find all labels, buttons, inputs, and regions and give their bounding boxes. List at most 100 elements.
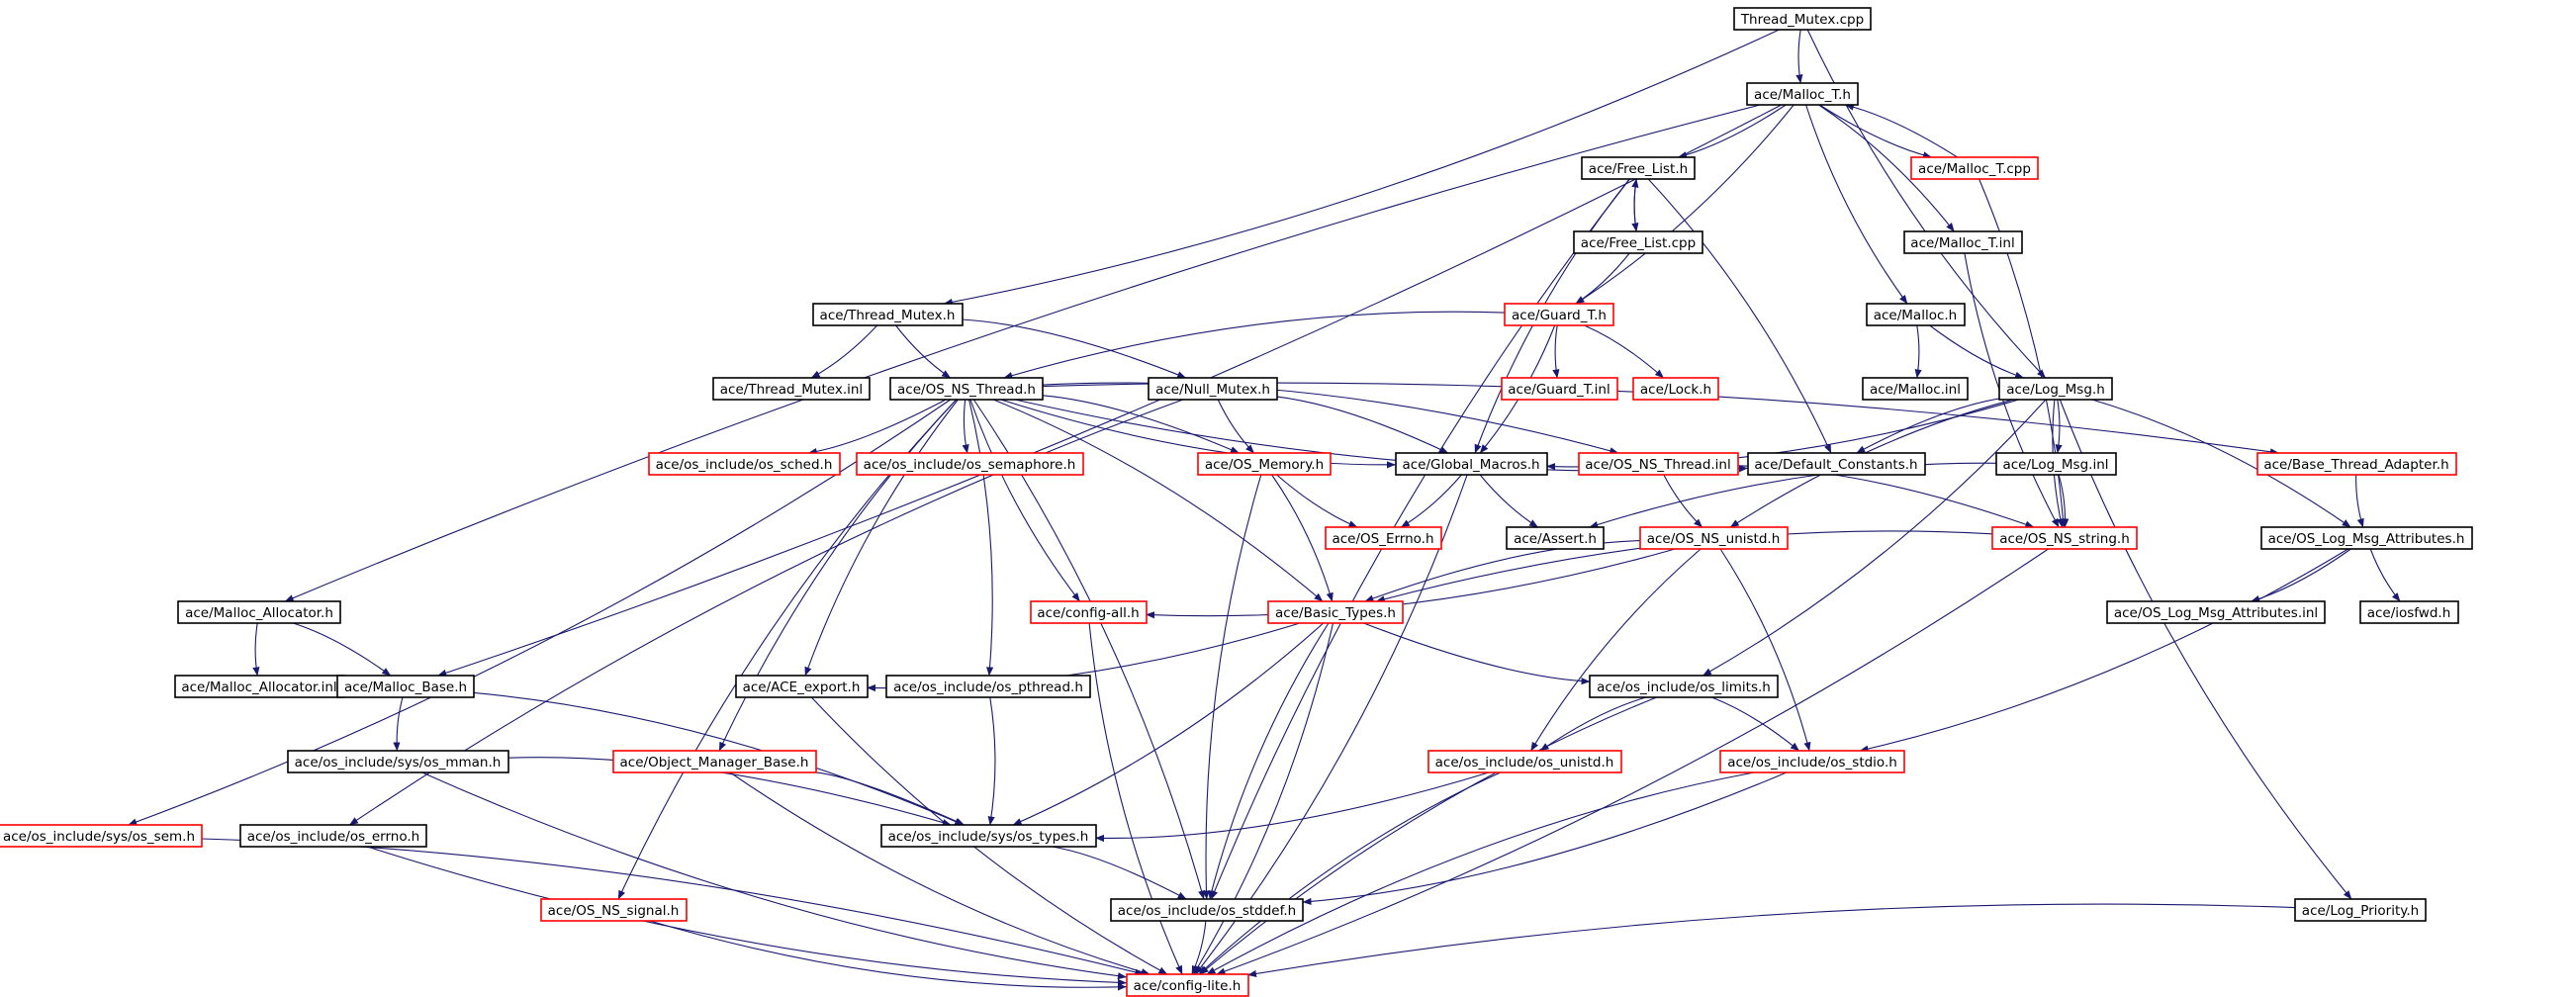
node-os-limits-h[interactable]: ace/os_include/os_limits.h [1589,675,1779,698]
node-label: ace/os_include/sys/os_sem.h [3,829,195,845]
node-label: ace/ACE_export.h [743,680,861,695]
node-config-lite-h[interactable]: ace/config-lite.h [1126,973,1249,997]
edge-basic-types-h-to-os-limits-h [1363,622,1591,685]
node-box [1578,452,1739,476]
node-malloc-base-h[interactable]: ace/Malloc_Base.h [336,675,475,698]
node-base-thread-adapter-h[interactable]: ace/Base_Thread_Adapter.h [2256,452,2457,476]
node-os-ns-thread-inl[interactable]: ace/OS_NS_Thread.inl [1578,452,1739,476]
node-label: ace/os_include/os_unistd.h [1435,755,1614,770]
node-malloc-allocator-h[interactable]: ace/Malloc_Allocator.h [177,600,341,624]
node-iosfwd-h[interactable]: ace/iosfwd.h [2359,600,2459,624]
node-os-unistd-h[interactable]: ace/os_include/os_unistd.h [1427,750,1622,773]
node-box [1501,377,1618,401]
edge-os-errno-inc-h-to-config-lite-h [367,846,1127,986]
edge-log-msg-h-to-os-ns-unistd-h [1729,399,2014,528]
node-label: ace/Thread_Mutex.inl [720,382,863,398]
node-box [1504,303,1614,326]
edge-guard-t-h-to-guard-t-inl [1552,324,1560,379]
node-os-log-msg-attributes-inl[interactable]: ace/OS_Log_Msg_Attributes.inl [2106,600,2326,624]
node-box [287,750,509,773]
node-label: Thread_Mutex.cpp [1740,12,1864,28]
node-label: ace/Log_Msg.h [2006,382,2105,398]
edge-os-stdio-h-to-config-lite-h [1206,771,1755,975]
node-default-constants-h[interactable]: ace/Default_Constants.h [1747,452,1926,476]
edge-malloc-t-h-to-guard-t-h [1575,104,1794,305]
node-os-ns-unistd-h[interactable]: ace/OS_NS_unistd.h [1639,526,1789,550]
node-object-manager-base-h[interactable]: ace/Object_Manager_Base.h [612,750,817,773]
node-ace-export-h[interactable]: ace/ACE_export.h [735,675,869,698]
node-label: ace/Global_Macros.h [1402,457,1539,473]
node-os-log-msg-attributes-h[interactable]: ace/OS_Log_Msg_Attributes.h [2260,526,2473,550]
edge-os-ns-unistd-h-to-config-all-h [1146,548,1676,619]
node-thread-mutex-inl[interactable]: ace/Thread_Mutex.inl [712,377,871,401]
node-label: ace/os_include/sys/os_types.h [888,829,1089,845]
node-label: ace/Log_Priority.h [2302,903,2419,919]
node-os-ns-string-h[interactable]: ace/OS_NS_string.h [1991,526,2138,550]
edge-os-ns-thread-h-to-os-sched-h [807,399,947,456]
node-malloc-inl[interactable]: ace/Malloc.inl [1862,377,1969,401]
node-box [336,675,475,698]
node-label: ace/os_include/os_pthread.h [893,680,1083,695]
node-sys-os-mman-h[interactable]: ace/os_include/sys/os_mman.h [287,750,509,773]
node-os-ns-thread-h[interactable]: ace/OS_NS_Thread.h [889,377,1044,401]
node-os-ns-signal-h[interactable]: ace/OS_NS_signal.h [540,898,688,922]
edge-log-priority-h-to-config-lite-h [1247,903,2296,977]
node-sys-os-sem-h[interactable]: ace/os_include/sys/os_sem.h [0,824,203,848]
node-label: ace/Null_Mutex.h [1155,382,1270,398]
node-free-list-cpp[interactable]: ace/Free_List.cpp [1573,230,1703,254]
edge-os-log-msg-attributes-h-to-iosfwd-h [2369,548,2401,602]
node-os-memory-h[interactable]: ace/OS_Memory.h [1197,452,1332,476]
node-malloc-allocator-inl[interactable]: ace/Malloc_Allocator.inl [174,675,345,698]
node-log-priority-h[interactable]: ace/Log_Priority.h [2294,898,2427,922]
node-box [1910,156,2039,180]
node-guard-t-h[interactable]: ace/Guard_T.h [1504,303,1614,326]
node-log-msg-inl[interactable]: ace/Log_Msg.inl [1995,452,2117,476]
node-os-pthread-h[interactable]: ace/os_include/os_pthread.h [885,675,1091,698]
edge-os-ns-signal-h-to-config-lite-h [649,920,1127,991]
node-box [1573,230,1703,254]
node-malloc-h[interactable]: ace/Malloc.h [1866,303,1966,326]
edge-os-stdio-h-to-os-stddef-h [1302,771,1788,905]
edge-malloc-base-h-to-sys-os-types-h [473,691,965,826]
node-os-stddef-h[interactable]: ace/os_include/os_stddef.h [1110,898,1304,922]
node-os-sched-h[interactable]: ace/os_include/os_sched.h [648,452,841,476]
node-box [885,675,1091,698]
node-assert-h[interactable]: ace/Assert.h [1506,526,1605,550]
edge-free-list-cpp-to-free-list-h [1631,178,1639,232]
node-box [1639,526,1789,550]
node-box [2359,600,2459,624]
node-free-list-h[interactable]: ace/Free_List.h [1581,156,1696,180]
node-config-all-h[interactable]: ace/config-all.h [1030,600,1148,624]
node-box [1427,750,1622,773]
node-malloc-t-inl[interactable]: ace/Malloc_T.inl [1903,230,2023,254]
node-basic-types-h[interactable]: ace/Basic_Types.h [1267,600,1404,624]
node-lock-h[interactable]: ace/Lock.h [1632,377,1719,401]
node-label: ace/Malloc.h [1874,308,1958,323]
node-os-errno-inc-h[interactable]: ace/os_include/os_errno.h [239,824,427,848]
node-thread-mutex-cpp[interactable]: Thread_Mutex.cpp [1733,7,1872,31]
node-os-errno-h[interactable]: ace/OS_Errno.h [1325,526,1442,550]
node-box [1746,82,1859,106]
node-log-msg-h[interactable]: ace/Log_Msg.h [1998,377,2113,401]
node-label: ace/Assert.h [1514,531,1597,547]
node-os-semaphore-h[interactable]: ace/os_include/os_semaphore.h [856,452,1084,476]
edge-object-manager-base-h-to-sys-os-types-h [815,771,966,826]
node-sys-os-types-h[interactable]: ace/os_include/sys/os_types.h [880,824,1097,848]
node-label: ace/os_include/sys/os_mman.h [295,755,502,770]
node-malloc-t-cpp[interactable]: ace/Malloc_T.cpp [1910,156,2039,180]
node-box [612,750,817,773]
node-null-mutex-h[interactable]: ace/Null_Mutex.h [1148,377,1278,401]
node-guard-t-inl[interactable]: ace/Guard_T.inl [1501,377,1618,401]
node-os-stdio-h[interactable]: ace/os_include/os_stdio.h [1719,750,1905,773]
node-thread-mutex-h[interactable]: ace/Thread_Mutex.h [812,303,964,326]
edge-os-ns-thread-h-to-os-pthread-h [968,399,994,677]
edge-base-thread-adapter-h-to-os-log-msg-attributes-h [2355,474,2364,528]
node-box [2256,452,2457,476]
edge-os-memory-h-to-basic-types-h [1271,474,1334,602]
edge-os-ns-thread-h-to-global-macros-h [1000,399,1396,469]
node-malloc-t-h[interactable]: ace/Malloc_T.h [1746,82,1859,106]
edge-thread-mutex-cpp-to-log-msg-h [1806,29,2046,379]
node-label: ace/os_include/os_sched.h [656,457,833,473]
node-box [1395,452,1548,476]
node-global-macros-h[interactable]: ace/Global_Macros.h [1395,452,1548,476]
